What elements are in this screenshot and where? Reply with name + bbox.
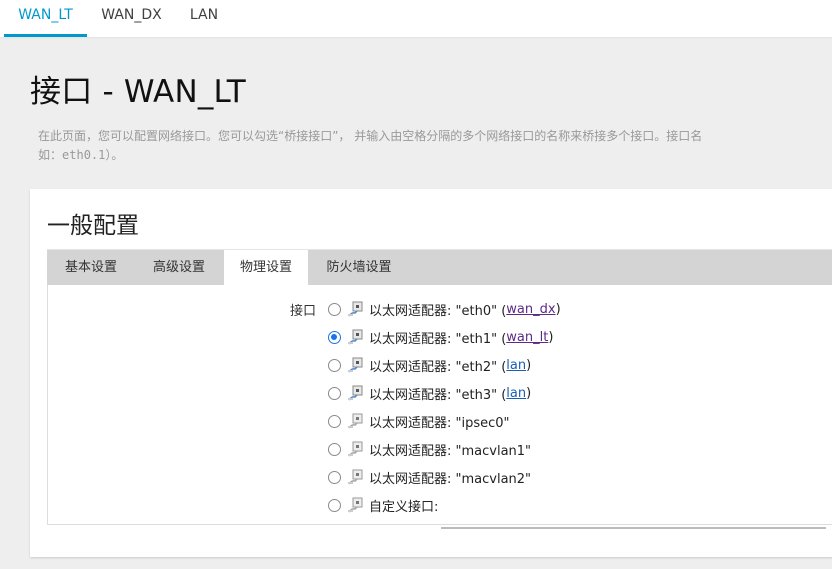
interface-label: 接口: [290, 304, 317, 319]
tab-wan-lt[interactable]: WAN_LT: [4, 0, 87, 37]
top-navigation: WAN_LT WAN_DX LAN: [0, 0, 832, 37]
page-description: 在此页面，您可以配置网络接口。您可以勾选“桥接接口”， 并输入由空格分隔的多个网…: [38, 127, 832, 165]
section-title: 一般配置: [47, 213, 139, 239]
interface-option-macvlan2[interactable]: 以太网适配器: "macvlan2": [328, 465, 531, 489]
link-lan[interactable]: lan: [506, 357, 527, 373]
option-label: 以太网适配器: "eth2" (: [369, 359, 507, 375]
description-code: eth0.1: [62, 148, 106, 162]
network-adapter-icon: [348, 413, 363, 429]
custom-interface-label: 自定义接口:: [369, 499, 439, 515]
tab-advanced-settings[interactable]: 高级设置: [152, 260, 205, 275]
tab-lan[interactable]: LAN: [189, 7, 219, 23]
description-prefix: 如：: [38, 148, 63, 162]
interface-option-custom[interactable]: 自定义接口:: [328, 493, 438, 517]
network-adapter-icon: [348, 301, 363, 317]
description-suffix: ）。: [105, 148, 124, 162]
interface-option-ipsec0[interactable]: 以太网适配器: "ipsec0": [328, 409, 510, 433]
network-adapter-icon: [348, 385, 363, 401]
radio-macvlan1[interactable]: [328, 442, 341, 456]
option-label: 以太网适配器: "eth1" (: [369, 331, 507, 347]
link-wan-lt[interactable]: wan_lt: [506, 329, 549, 345]
interface-option-eth0[interactable]: 以太网适配器: "eth0" (wan_dx): [328, 297, 561, 321]
network-adapter-icon: [348, 441, 363, 457]
option-label: 以太网适配器: "ipsec0": [369, 415, 510, 431]
interface-option-macvlan1[interactable]: 以太网适配器: "macvlan1": [328, 437, 531, 461]
general-config-card: 一般配置 基本设置 高级设置 物理设置 防火墙设置 接口 以太网适配器: "et…: [30, 189, 832, 557]
radio-eth1[interactable]: [328, 330, 341, 344]
radio-eth2[interactable]: [328, 358, 341, 372]
option-label: 以太网适配器: "eth0" (: [369, 303, 507, 319]
link-lan[interactable]: lan: [506, 385, 527, 401]
description-line-1: 在此页面，您可以配置网络接口。您可以勾选“桥接接口”， 并输入由空格分隔的多个网…: [38, 129, 703, 143]
option-label: 以太网适配器: "macvlan2": [369, 471, 532, 487]
network-adapter-icon: [348, 357, 363, 373]
option-label: 以太网适配器: "eth3" (: [369, 387, 507, 403]
radio-custom[interactable]: [328, 498, 341, 512]
network-adapter-icon: [348, 329, 363, 345]
network-adapter-icon: [348, 469, 363, 485]
option-suffix: ): [526, 357, 532, 373]
custom-interface-input[interactable]: [441, 509, 826, 529]
option-label: 以太网适配器: "macvlan1": [369, 443, 532, 459]
radio-macvlan2[interactable]: [328, 470, 341, 484]
interface-option-eth1[interactable]: 以太网适配器: "eth1" (wan_lt): [328, 325, 553, 349]
option-suffix: ): [526, 385, 532, 401]
radio-eth3[interactable]: [328, 386, 341, 400]
option-suffix: ): [548, 329, 554, 345]
network-adapter-icon: [348, 497, 363, 513]
physical-settings-panel: 接口 以太网适配器: "eth0" (wan_dx) 以太网适配器: "eth1…: [47, 285, 832, 529]
option-suffix: ): [555, 301, 561, 317]
interface-option-eth2[interactable]: 以太网适配器: "eth2" (lan): [328, 353, 531, 377]
link-wan-dx[interactable]: wan_dx: [506, 301, 556, 317]
radio-eth0[interactable]: [328, 302, 341, 316]
interface-option-eth3[interactable]: 以太网适配器: "eth3" (lan): [328, 381, 531, 405]
tab-basic-settings[interactable]: 基本设置: [64, 260, 117, 275]
tab-wan-dx[interactable]: WAN_DX: [101, 7, 162, 23]
radio-ipsec0[interactable]: [328, 414, 341, 428]
page-title: 接口 - WAN_LT: [30, 74, 246, 110]
description-line-2: 如：eth0.1）。: [38, 146, 832, 165]
tab-physical-settings[interactable]: 物理设置: [224, 250, 308, 287]
tab-firewall-settings[interactable]: 防火墙设置: [326, 260, 392, 275]
section-tabs: 基本设置 高级设置 物理设置 防火墙设置: [47, 249, 832, 287]
